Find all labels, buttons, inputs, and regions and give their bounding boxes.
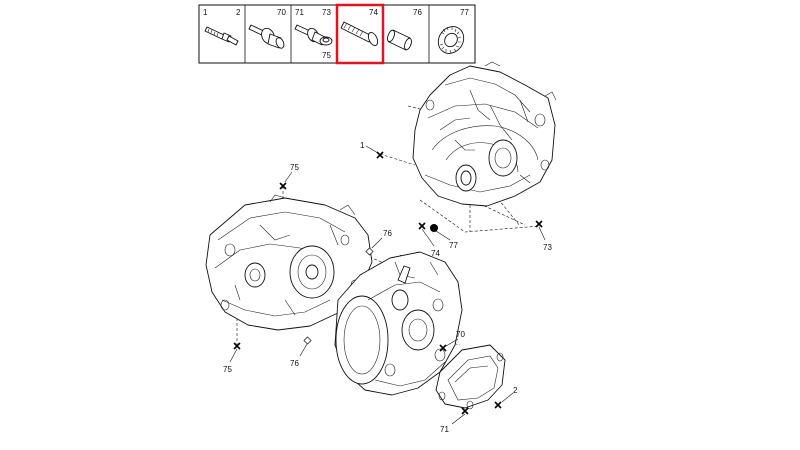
bolt-washer-icon xyxy=(294,24,333,46)
legend-label-74: 74 xyxy=(369,8,378,17)
fastener-marker xyxy=(418,222,426,230)
fastener-marker xyxy=(233,342,241,350)
callout-label-1: 1 xyxy=(360,141,365,150)
callout-label-70: 70 xyxy=(456,330,465,339)
callouts: 1 73 74 77 75 xyxy=(223,141,552,434)
dowel-marker xyxy=(303,336,312,345)
callout-label-75-lower: 75 xyxy=(223,365,232,374)
fastener-marker xyxy=(376,151,384,159)
legend-label-75: 75 xyxy=(322,51,331,60)
callout-76-right: 76 xyxy=(365,229,392,256)
fastener-marker xyxy=(279,182,287,190)
callout-1: 1 xyxy=(360,141,384,159)
threaded-pin-icon xyxy=(340,21,379,47)
callout-77: 77 xyxy=(430,224,458,250)
legend-label-77: 77 xyxy=(460,8,469,17)
washer-marker xyxy=(430,224,438,232)
fastener-marker xyxy=(535,220,543,228)
rear-cover xyxy=(435,344,506,410)
legend-label-76: 76 xyxy=(413,8,422,17)
legend-label-73: 73 xyxy=(322,8,331,17)
callout-75-upper: 75 xyxy=(279,163,299,190)
legend-label-70: 70 xyxy=(277,8,286,17)
legend-cell-dowel-sleeve: 76 xyxy=(387,8,422,51)
legend-cell-serrated-washer: 77 xyxy=(437,8,469,54)
legend-cell-threaded-pin: 74 xyxy=(340,8,379,47)
legend-cell-stud: 1 2 xyxy=(203,8,241,46)
gearbox-housing-upper xyxy=(379,61,557,233)
callout-label-75-upper: 75 xyxy=(290,163,299,172)
callout-label-76-lower: 76 xyxy=(290,359,299,368)
legend-cell-flange-bolt: 70 xyxy=(248,8,286,49)
callout-label-71: 71 xyxy=(440,425,449,434)
legend-highlight-frame xyxy=(335,3,385,65)
dowel-sleeve-icon xyxy=(387,29,412,51)
callout-label-77: 77 xyxy=(449,241,458,250)
serrated-washer-icon xyxy=(437,26,465,54)
callout-label-74: 74 xyxy=(431,249,440,258)
callout-label-73: 73 xyxy=(543,243,552,252)
dowel-marker xyxy=(365,247,374,256)
clutch-housing-center xyxy=(334,251,463,396)
callout-label-2: 2 xyxy=(513,386,518,395)
callout-2: 2 xyxy=(494,386,518,409)
callout-70: 70 xyxy=(439,330,465,352)
fastener-marker xyxy=(439,344,447,352)
legend-label-71: 71 xyxy=(295,8,304,17)
legend-cell-bolt-washer: 71 73 75 xyxy=(294,8,333,60)
fastener-marker xyxy=(494,401,502,409)
legend-label-1: 1 xyxy=(203,8,208,17)
callout-71: 71 xyxy=(440,407,469,434)
flange-bolt-icon xyxy=(248,24,285,49)
callout-73: 73 xyxy=(535,220,552,252)
stud-bolt-icon xyxy=(204,26,239,46)
parts-legend: 1 2 70 71 73 75 xyxy=(198,3,476,65)
gearbox-housing-left xyxy=(205,186,401,345)
fastener-marker xyxy=(461,407,469,415)
legend-label-2: 2 xyxy=(236,8,241,17)
callout-74: 74 xyxy=(418,222,440,258)
callout-76-lower: 76 xyxy=(290,336,312,368)
callout-label-76-right: 76 xyxy=(383,229,392,238)
callout-75-lower: 75 xyxy=(223,342,241,374)
